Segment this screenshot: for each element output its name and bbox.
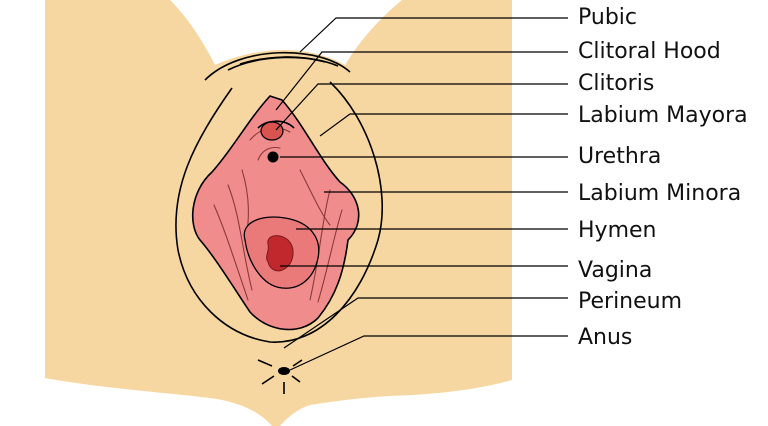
urethra-opening — [267, 151, 279, 163]
leader-pubic — [299, 17, 568, 53]
clitoral-hood-curve — [257, 120, 295, 129]
minora-fold-6 — [299, 169, 331, 226]
leader-labium-mayora — [319, 113, 568, 137]
labia-majora-outline — [175, 81, 384, 343]
label-pubic: Pubic — [578, 5, 637, 30]
minora-fold-1 — [227, 184, 253, 291]
label-labium-minora: Labium Minora — [578, 181, 741, 206]
minora-fold-4 — [309, 189, 331, 301]
pubic-contour-outer — [204, 51, 351, 81]
label-anus: Anus — [578, 325, 632, 350]
leader-anus — [289, 335, 568, 371]
label-perineum: Perineum — [578, 289, 682, 314]
label-clitoris: Clitoris — [578, 71, 654, 96]
minora-fold-2 — [213, 204, 249, 301]
vagina-opening — [266, 235, 294, 272]
anus-opening — [278, 367, 290, 375]
pubic-contour-inner-2 — [239, 56, 326, 65]
clitoris-shape — [260, 121, 284, 141]
leader-clitoral-hood — [275, 51, 568, 111]
label-labium-mayora: Labium Mayora — [578, 103, 748, 128]
leader-perineum — [283, 297, 568, 349]
anus-radial-lines — [257, 359, 303, 394]
labia-minora-shape — [191, 95, 360, 331]
leader-clitoris — [275, 83, 568, 131]
label-vagina: Vagina — [578, 258, 652, 283]
label-urethra: Urethra — [578, 144, 661, 169]
label-clitoral-hood: Clitoral Hood — [578, 39, 721, 64]
label-hymen: Hymen — [578, 218, 656, 243]
minora-fold-5 — [317, 209, 343, 303]
minora-fold-8 — [257, 146, 281, 161]
